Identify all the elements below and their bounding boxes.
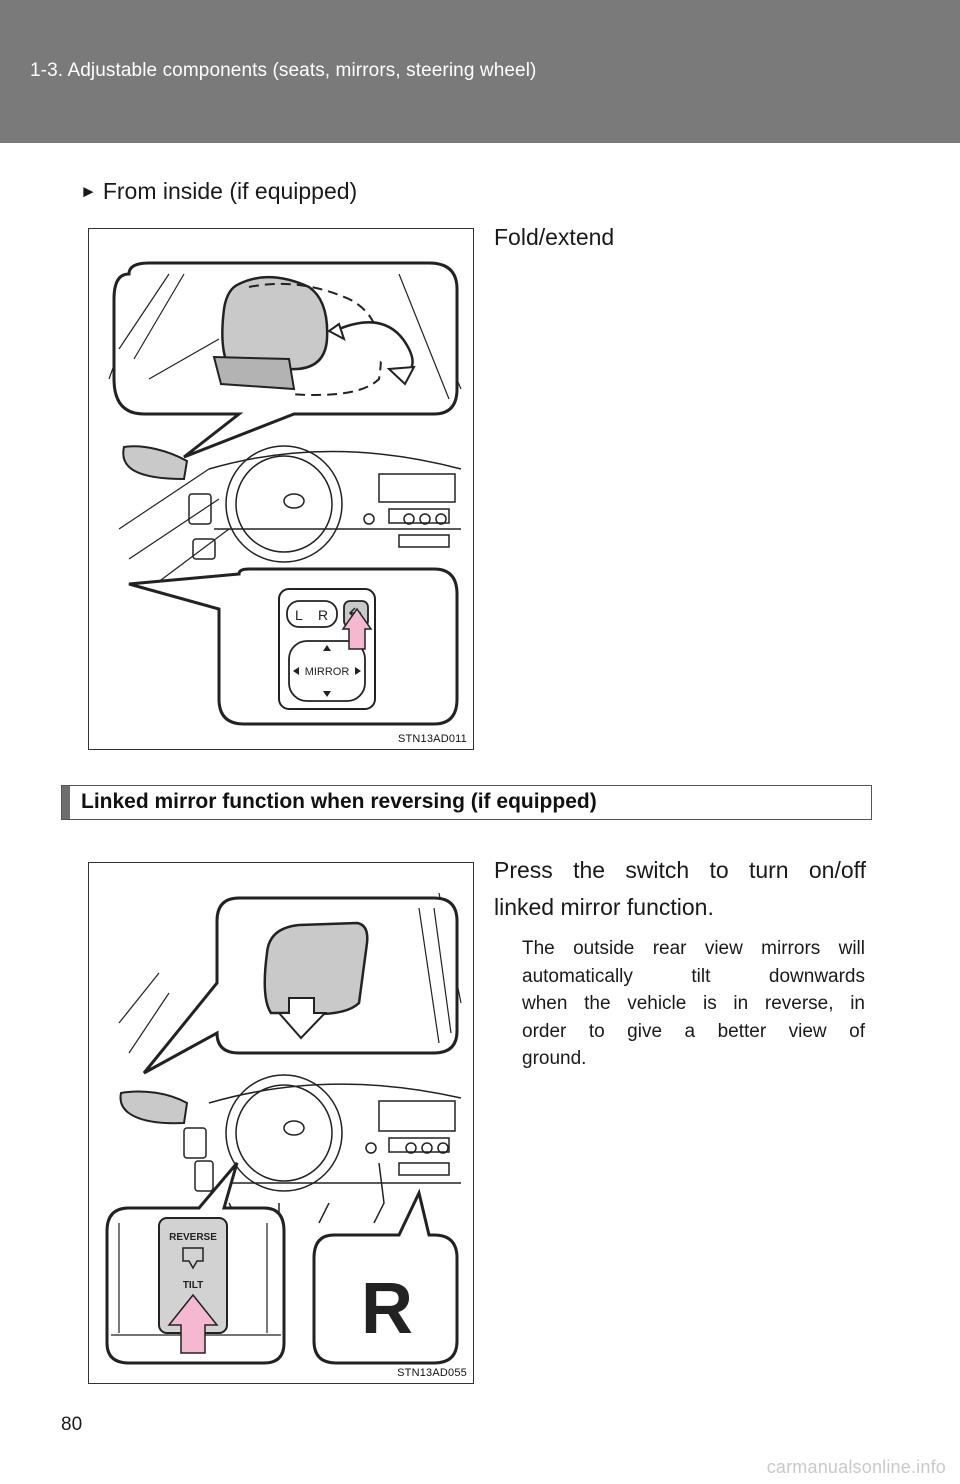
lr-selector-switch [286,600,338,628]
note-line: automatically tilt downwards [522,965,865,987]
press-arrow-icon [167,1293,219,1354]
section-title: Linked mirror function when reversing (i… [81,790,597,813]
fold-extend-caption: Fold/extend [494,224,615,250]
button-top-label: REVERSE [169,1232,217,1243]
figure-code: STN13AD011 [397,733,467,745]
figure-code: STN13AD055 [397,1367,467,1379]
subheading-text: From inside (if equipped) [102,178,358,204]
note-line: The outside rear view mirrors will [522,938,865,959]
side-mirror-icon [119,1090,189,1125]
instruction-line: linked mirror function. [494,894,714,920]
subheading: ► From inside (if equipped) [80,178,357,205]
section-accent [62,786,70,819]
instruction-line: Press the switch to turn on/off [494,857,866,883]
mirror-glass-icon [263,921,369,1016]
switch-left-label: L [295,607,303,623]
watermark: carmanualsonline.info [766,1457,946,1477]
note-line: when the vehicle is in reverse, in [522,993,865,1014]
triangle-bullet-icon: ► [80,182,97,201]
note-text: The outside rear view mirrors will autom… [522,935,865,1073]
extended-position-outline [248,282,382,396]
callout-bubble-right [312,1188,459,1365]
section-header: Linked mirror function when reversing (i… [61,785,872,820]
linked-mirror-illustration: REVERSE TILT R [105,892,462,1365]
mirror-adjust-pad [288,640,366,702]
fold-mirror-illustration: L R MIRROR [108,261,462,726]
gear-r-label: R [361,1269,413,1349]
note-line: order to give a better view of [522,1020,865,1042]
header-title: 1-3. Adjustable components (seats, mirro… [30,60,537,81]
folded-mirror-icon [221,275,329,371]
page-header: 1-3. Adjustable components (seats, mirro… [0,0,960,143]
side-mirror-icon [122,445,189,481]
mirror-switch-label: MIRROR [305,666,350,678]
button-bottom-label: TILT [183,1280,203,1291]
figure-linked-mirror: REVERSE TILT R STN13AD055 [88,862,474,1384]
tilt-down-arrow-icon [276,997,328,1040]
instruction-text: Press the switch to turn on/off linked m… [494,852,866,926]
page-number: 80 [61,1414,83,1435]
note-line: ground. [522,1048,587,1069]
figure-fold-extend: L R MIRROR STN13AD011 [88,228,474,750]
switch-right-label: R [318,607,328,623]
press-arrow-icon [341,607,373,650]
